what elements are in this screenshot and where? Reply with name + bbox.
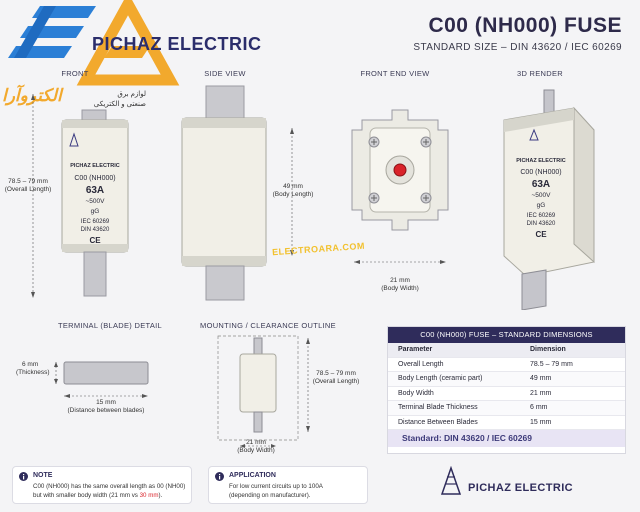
render-label-brand: PICHAZ ELECTRIC <box>516 158 566 164</box>
outline-drawing <box>217 335 310 448</box>
page-title: C00 (NH000) FUSE <box>428 14 622 37</box>
application-box: APPLICATION For low current circuits up … <box>208 466 368 504</box>
col-header-parameter: Parameter <box>398 346 433 353</box>
table-row: Body Length (ceramic part) 49 mm <box>388 372 625 387</box>
front-label-brand: PICHAZ ELECTRIC <box>70 163 120 169</box>
logo-arabic: الکتروآرا <box>2 86 62 105</box>
application-line-2: (depending on manufacturer). <box>229 492 311 499</box>
front-end-view-title: FRONT END VIEW <box>360 69 430 78</box>
render-view-title: 3D RENDER <box>516 69 564 78</box>
front-label-class: gG <box>90 208 100 215</box>
table-row: Overall Length 78.5 – 79 mm <box>388 358 625 372</box>
note-line-2: but with smaller body width (21 mm vs 30… <box>33 491 191 500</box>
note-line-2-text: but with smaller body width (21 mm vs <box>33 492 140 499</box>
outline-width-caption: (Body Width) <box>237 447 275 454</box>
note-highlight: 30 mm <box>139 492 159 499</box>
logo-tagline-2: صنعتی و الکتریکی <box>93 101 146 108</box>
render-label-iec: IEC 60269 <box>526 213 556 219</box>
electroara-logo <box>8 0 180 86</box>
table-cell-dim: 15 mm <box>530 418 552 426</box>
table-footer-standard: Standard: DIN 43620 / IEC 60269 <box>388 430 625 447</box>
terminal-dist-value: 15 mm <box>96 399 116 406</box>
table-cell-dim: 21 mm <box>530 389 552 397</box>
front-dim-caption: (Overall Length) <box>4 186 52 193</box>
front-label-iec: IEC 60269 <box>80 219 110 225</box>
terminal-dist-caption: (Distance between blades) <box>67 407 145 414</box>
table-row: Terminal Blade Thickness 6 mm <box>388 401 625 416</box>
terminal-thick-value: 6 mm <box>22 361 39 368</box>
table-title: C00 (NH000) FUSE – STANDARD DIMENSIONS <box>388 327 625 343</box>
front-end-dim-value: 21 mm <box>390 277 410 284</box>
table-cell-param: Distance Between Blades <box>398 418 478 426</box>
application-line-1: For low current circuits up to 100A <box>229 483 323 490</box>
note-line-2-end: ). <box>158 492 163 499</box>
terminal-thick-caption: (Thickness) <box>16 369 50 376</box>
info-icon <box>215 472 224 481</box>
logo-brand-text: PICHAZ ELECTRIC <box>92 34 262 54</box>
render-label-model: C00 (NH000) <box>520 169 562 176</box>
side-view-drawing <box>181 85 294 301</box>
side-dim-value: 49 mm <box>283 183 303 190</box>
info-icon <box>19 472 28 481</box>
front-label-current: 63A <box>85 185 105 196</box>
front-view-title: FRONT <box>61 69 89 78</box>
table-cell-dim: 78.5 – 79 mm <box>530 360 573 368</box>
front-label-ce: CE <box>89 236 101 245</box>
logo-tagline-1: لوازم برق <box>117 91 146 98</box>
render-label-din: DIN 43620 <box>526 221 556 227</box>
render-label-class: gG <box>536 202 546 209</box>
front-label-din: DIN 43620 <box>80 227 110 233</box>
application-title: APPLICATION <box>229 472 276 479</box>
table-cell-param: Overall Length <box>398 360 444 368</box>
render-drawing <box>503 89 595 310</box>
page-subtitle: STANDARD SIZE – DIN 43620 / IEC 60269 <box>413 42 622 53</box>
render-label-ce: CE <box>535 230 547 239</box>
front-dim-value: 78.5 – 79 mm <box>8 178 48 185</box>
front-end-drawing <box>351 109 449 264</box>
render-label-voltage: ~500V <box>531 192 551 199</box>
note-box: NOTE C00 (NH000) has the same overall le… <box>12 466 192 504</box>
front-label-model: C00 (NH000) <box>74 175 116 182</box>
table-cell-dim: 6 mm <box>530 404 548 411</box>
table-row: Distance Between Blades 15 mm <box>388 416 625 430</box>
table-cell-dim: 49 mm <box>530 375 552 382</box>
table-cell-param: Terminal Blade Thickness <box>398 404 478 411</box>
pichaz-tower-icon <box>440 466 462 495</box>
dimensions-table: C00 (NH000) FUSE – STANDARD DIMENSIONS P… <box>387 326 626 454</box>
render-label-current: 63A <box>531 179 551 190</box>
table-header-row: Parameter Dimension <box>388 343 625 358</box>
table-cell-param: Body Width <box>398 389 434 397</box>
side-view-title: SIDE VIEW <box>204 69 246 78</box>
terminal-view-title: TERMINAL (BLADE) DETAIL <box>57 321 162 330</box>
side-dim-caption: (Body Length) <box>272 191 314 198</box>
note-line-1: C00 (NH000) has the same overall length … <box>33 483 186 490</box>
front-label-voltage: ~500V <box>85 198 105 205</box>
terminal-drawing <box>54 361 149 398</box>
outline-len-value: 78.5 – 79 mm <box>316 370 356 377</box>
outline-view-title: MOUNTING / CLEARANCE OUTLINE <box>200 321 336 330</box>
col-header-dimension: Dimension <box>530 346 566 353</box>
table-row: Body Width 21 mm <box>388 387 625 401</box>
outline-width-value: 21 mm <box>246 439 266 446</box>
footer-brand: PICHAZ ELECTRIC <box>468 482 573 494</box>
front-view-drawing <box>31 94 129 298</box>
front-end-dim-caption: (Body Width) <box>381 285 419 292</box>
outline-len-caption: (Overall Length) <box>312 378 360 385</box>
note-title: NOTE <box>33 472 53 479</box>
table-cell-param: Body Length (ceramic part) <box>398 375 483 382</box>
